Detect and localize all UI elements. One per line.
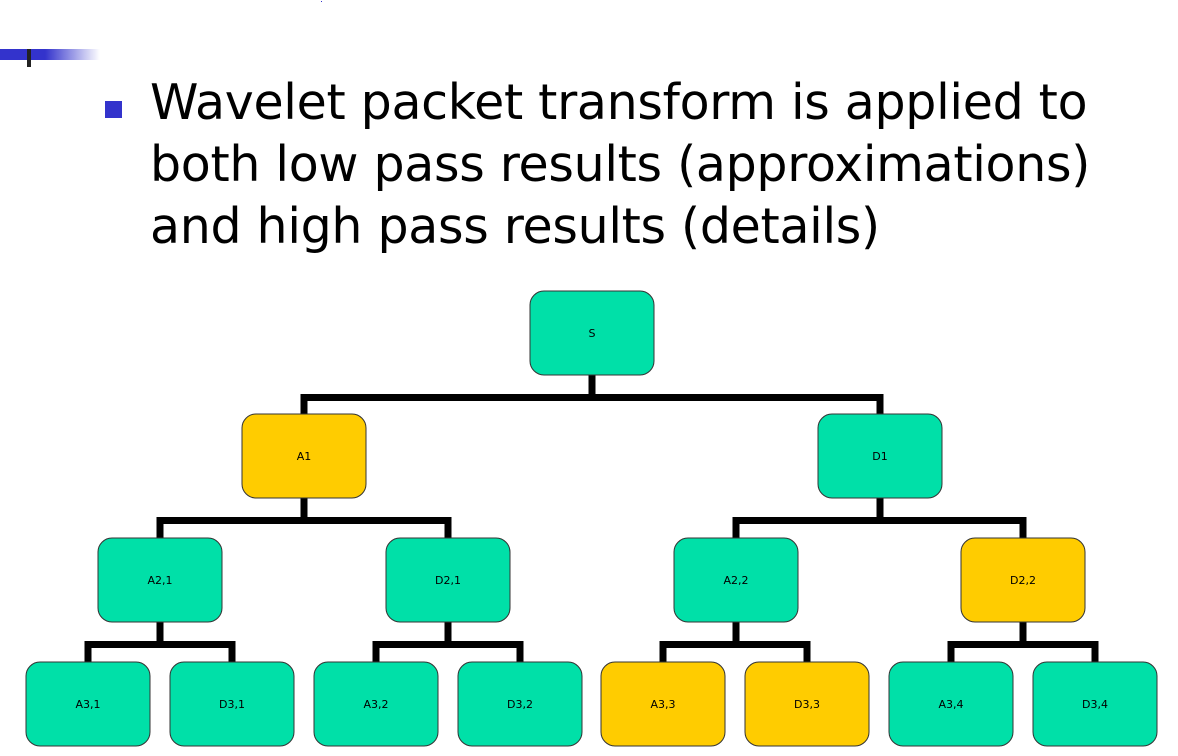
connector-bar bbox=[156, 517, 452, 524]
connector-bar bbox=[947, 641, 1099, 648]
stray-dot bbox=[321, 1, 322, 2]
node-box bbox=[673, 537, 799, 623]
connector-drop bbox=[156, 517, 164, 538]
connector-stem bbox=[732, 622, 740, 648]
node-label: D3,3 bbox=[794, 698, 820, 711]
tree-node-d31: D3,1 bbox=[169, 661, 295, 747]
node-box bbox=[313, 661, 439, 747]
node-label: D2,1 bbox=[435, 574, 461, 587]
connector-drop bbox=[659, 641, 667, 662]
node-label: S bbox=[589, 327, 596, 340]
slide-accent-bar bbox=[0, 49, 100, 60]
connector-drop bbox=[1091, 641, 1099, 662]
node-label: A3,1 bbox=[75, 698, 100, 711]
node-box bbox=[744, 661, 870, 747]
node-box bbox=[529, 290, 655, 376]
bullet-line: both low pass results (approximations) bbox=[150, 136, 1091, 193]
connector-bar bbox=[659, 641, 811, 648]
connector-stem bbox=[1019, 622, 1027, 648]
tree-node-a33: A3,3 bbox=[600, 661, 726, 747]
connector-stem bbox=[156, 622, 164, 648]
bullet-text: Wavelet packet transform is applied to b… bbox=[150, 72, 1150, 258]
node-box bbox=[25, 661, 151, 747]
connector-drop bbox=[732, 517, 740, 538]
tree-node-d21: D2,1 bbox=[385, 537, 511, 623]
tree-node-a31: A3,1 bbox=[25, 661, 151, 747]
connector-drop bbox=[516, 641, 524, 662]
node-box bbox=[385, 537, 511, 623]
node-box bbox=[888, 661, 1014, 747]
connector-bar bbox=[372, 641, 524, 648]
tree-node-a1: A1 bbox=[241, 413, 367, 499]
connector-stem bbox=[444, 622, 452, 648]
tree-node-a32: A3,2 bbox=[313, 661, 439, 747]
tree-node-d32: D3,2 bbox=[457, 661, 583, 747]
node-label: D2,2 bbox=[1010, 574, 1036, 587]
bullet-square-icon bbox=[105, 101, 122, 118]
node-box bbox=[169, 661, 295, 747]
tree-connectors bbox=[84, 375, 1099, 662]
node-label: A3,3 bbox=[650, 698, 675, 711]
node-label: A3,2 bbox=[363, 698, 388, 711]
connector-drop bbox=[947, 641, 955, 662]
node-label: A1 bbox=[297, 450, 312, 463]
connector-bar bbox=[732, 517, 1027, 524]
tree-node-a21: A2,1 bbox=[97, 537, 223, 623]
connector-drop bbox=[84, 641, 92, 662]
tree-node-d22: D2,2 bbox=[960, 537, 1086, 623]
node-box bbox=[600, 661, 726, 747]
connector-drop bbox=[1019, 517, 1027, 538]
node-label: D1 bbox=[872, 450, 887, 463]
connector-bar bbox=[84, 641, 236, 648]
node-box bbox=[960, 537, 1086, 623]
node-label: A2,2 bbox=[723, 574, 748, 587]
connector-drop bbox=[228, 641, 236, 662]
tree-node-a22: A2,2 bbox=[673, 537, 799, 623]
node-label: A3,4 bbox=[938, 698, 963, 711]
node-box bbox=[97, 537, 223, 623]
tree-node-d1: D1 bbox=[817, 413, 943, 499]
node-box bbox=[241, 413, 367, 499]
connector-drop bbox=[876, 394, 884, 414]
node-label: D3,2 bbox=[507, 698, 533, 711]
connector-bar bbox=[300, 394, 884, 401]
node-box bbox=[457, 661, 583, 747]
tree-node-d33: D3,3 bbox=[744, 661, 870, 747]
tree-node-d34: D3,4 bbox=[1032, 661, 1158, 747]
bullet-line: and high pass results (details) bbox=[150, 198, 880, 255]
slide-accent-tick bbox=[27, 49, 31, 67]
connector-drop bbox=[444, 517, 452, 538]
bullet-line: Wavelet packet transform is applied to bbox=[150, 74, 1088, 131]
connector-stem bbox=[876, 498, 884, 524]
connector-drop bbox=[300, 394, 308, 414]
node-label: A2,1 bbox=[147, 574, 172, 587]
node-label: D3,1 bbox=[219, 698, 245, 711]
tree-node-a34: A3,4 bbox=[888, 661, 1014, 747]
connector-drop bbox=[803, 641, 811, 662]
connector-stem bbox=[300, 498, 308, 524]
node-box bbox=[817, 413, 943, 499]
node-label: D3,4 bbox=[1082, 698, 1108, 711]
node-box bbox=[1032, 661, 1158, 747]
connector-stem bbox=[588, 375, 596, 401]
tree-node-s: S bbox=[529, 290, 655, 376]
connector-drop bbox=[372, 641, 380, 662]
